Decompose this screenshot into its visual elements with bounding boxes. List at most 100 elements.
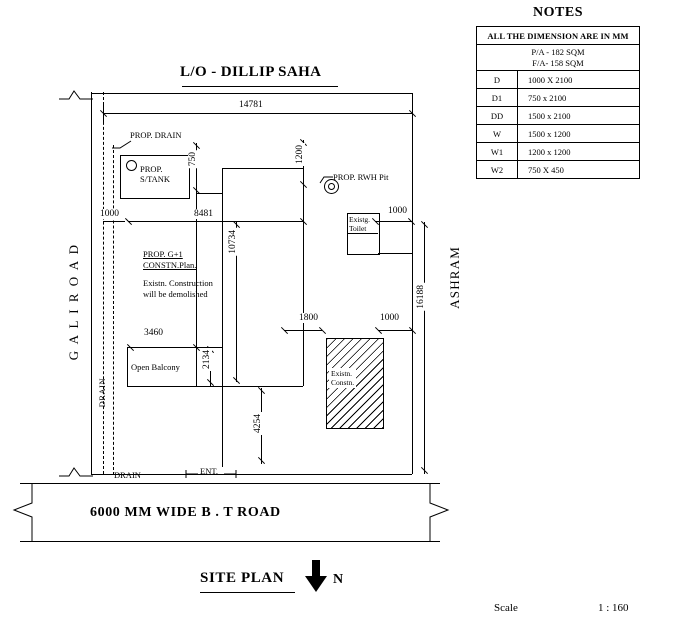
dimension-4254: 4254 — [253, 412, 263, 435]
door-code: D1 — [476, 88, 518, 108]
dimension-top-overall: 14781 — [237, 100, 265, 110]
entry-label: ENT. — [200, 466, 219, 476]
dim16188-line — [424, 222, 425, 474]
toilet-extension — [378, 253, 412, 254]
drain-label-bottom: DRAIN — [114, 470, 141, 480]
septic-tank-box — [120, 155, 190, 199]
dim-left-1000-line — [103, 221, 125, 222]
door-dimension: 1000 X 2100 — [517, 70, 640, 90]
table-row: D1 750 x 2100 — [476, 88, 640, 108]
toilet-divider — [347, 233, 378, 234]
boundary-break-bottom — [59, 465, 93, 479]
road-top-edge — [20, 483, 440, 484]
gali-road-label: G A L I R O A D — [66, 243, 81, 361]
existg-toilet-line1: Existg. — [349, 215, 371, 224]
window-code: W2 — [476, 160, 518, 180]
dim-right-1000-line — [375, 221, 412, 222]
dimension-ext — [103, 104, 104, 122]
scale-label: Scale — [494, 602, 518, 614]
dimension-3460: 3460 — [142, 328, 165, 338]
dim-mid-1000-line — [378, 330, 412, 331]
rwh-leader — [318, 172, 334, 184]
balcony-bottom-wall — [127, 386, 196, 387]
north-arrow-icon — [305, 560, 327, 592]
road-label: 6000 MM WIDE B . T ROAD — [90, 505, 281, 520]
dimension-750: 750 — [188, 150, 198, 169]
door-dimension: 750 x 2100 — [517, 88, 640, 108]
dimension-left-1000: 1000 — [98, 209, 121, 219]
road-bottom-edge — [20, 541, 440, 542]
door-code: D — [476, 70, 518, 90]
drawing-title-underline — [182, 86, 338, 87]
drain-strip-line — [113, 145, 114, 475]
drain-label-vertical: DRAIN — [97, 378, 107, 408]
window-dimension: 750 X 450 — [517, 160, 640, 180]
road-break-right — [428, 483, 454, 541]
drawing-title: L/O - DILLIP SAHA — [180, 64, 322, 80]
rwh-pit-circle — [324, 179, 339, 194]
dim10734-line — [236, 222, 237, 382]
dimension-2134: 2134 — [202, 348, 212, 371]
prop-stank-line1: PROP. — [140, 164, 163, 174]
top-dimension-line — [103, 113, 413, 114]
notes-table: NOTES ALL THE DIMENSION ARE IN MM P/A - … — [476, 0, 640, 180]
dimension-16188: 16188 — [416, 283, 426, 311]
ashram-label: ASHRAM — [447, 246, 462, 309]
table-row: W 1500 x 1200 — [476, 124, 640, 144]
north-letter: N — [333, 572, 344, 587]
plot-area: P/A - 182 SQM — [531, 47, 585, 57]
open-balcony-label: Open Balcony — [131, 362, 180, 372]
window-code: W1 — [476, 142, 518, 162]
dimension-right-1000: 1000 — [386, 206, 409, 216]
dimension-1200: 1200 — [295, 143, 305, 166]
window-code: W — [476, 124, 518, 144]
plot-boundary-top — [91, 93, 413, 94]
plot-boundary-right — [412, 93, 413, 474]
boundary-break-top — [59, 88, 93, 102]
building-right-wall — [303, 168, 304, 386]
existg-toilet-label: Existg. Toilet — [349, 215, 371, 233]
site-plan-underline — [200, 592, 295, 593]
existg-toilet-line2: Toilet — [349, 223, 367, 233]
dimension-8481: 8481 — [192, 209, 215, 219]
notes-subtitle: ALL THE DIMENSION ARE IN MM — [476, 26, 640, 45]
table-row: W1 1200 x 1200 — [476, 142, 640, 162]
drain-line-left — [103, 92, 104, 474]
table-row: W2 750 X 450 — [476, 160, 640, 180]
dimension-10734: 10734 — [228, 228, 238, 256]
septic-tank-circle — [126, 160, 137, 171]
entry-marker — [184, 467, 238, 479]
window-dimension: 1200 x 1200 — [517, 142, 640, 162]
door-dimension: 1500 x 2100 — [517, 106, 640, 126]
existg-toilet-box — [347, 213, 380, 255]
dim3460-line — [130, 347, 196, 348]
dim1800-line — [284, 330, 322, 331]
dim8481-line — [128, 221, 304, 222]
plot-boundary-left — [91, 92, 92, 474]
prop-constn-line4: will be demolished — [143, 289, 208, 300]
building-step-wall — [196, 193, 222, 194]
road-break-left — [8, 483, 34, 541]
existn-constn-label: Existn. Constn. — [329, 368, 357, 388]
building-inner-wall — [222, 168, 223, 467]
prop-constn-line1: PROP. G+1 — [143, 249, 183, 259]
existn-constn-line1: Existn. — [331, 369, 353, 378]
building-bottom-wall — [196, 386, 303, 387]
door-code: DD — [476, 106, 518, 126]
scale-value: 1 : 160 — [598, 602, 629, 614]
prop-drain-label: PROP. DRAIN — [130, 130, 182, 140]
window-dimension: 1500 x 1200 — [517, 124, 640, 144]
prop-stank-label: PROP. S/TANK — [140, 164, 170, 185]
prop-drain-leader — [112, 136, 132, 149]
plot-boundary-bottom — [91, 474, 412, 475]
floor-area: F/A- 158 SQM — [532, 57, 584, 68]
table-row: D 1000 X 2100 — [476, 70, 640, 90]
rwh-pit-inner-dot — [328, 183, 335, 190]
prop-constn-block: PROP. G+1 CONSTN.Plan. Existn. Construct… — [143, 249, 213, 301]
existn-constn-line2: Constn. — [331, 378, 355, 387]
site-plan-caption: SITE PLAN — [200, 570, 285, 586]
prop-constn-line2: CONSTN.Plan. — [143, 260, 197, 271]
prop-rwh-label: PROP. RWH Pit — [333, 172, 389, 182]
notes-title: NOTES — [476, 0, 640, 27]
dimension-ext — [412, 104, 413, 122]
